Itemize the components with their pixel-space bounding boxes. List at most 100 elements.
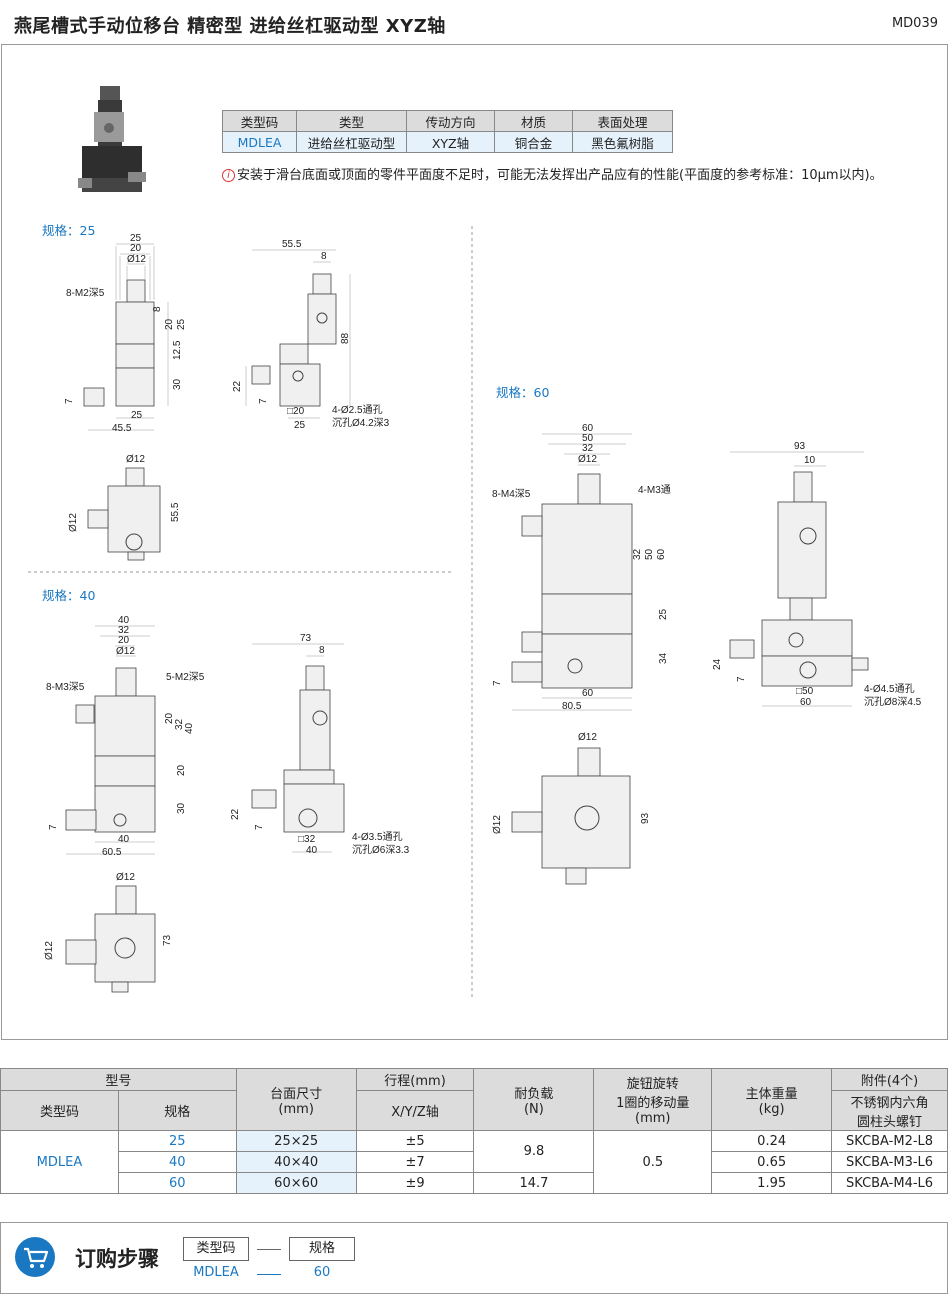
svg-text:5-M2深5: 5-M2深5 [166, 671, 205, 683]
svg-text:45.5: 45.5 [112, 423, 132, 434]
spec40-front-dims: Ø12 Ø12 73 [44, 872, 173, 960]
svg-text:50: 50 [582, 433, 594, 444]
spec-header-model: 型号 [0, 1068, 237, 1091]
svg-text:□50: □50 [796, 686, 814, 697]
svg-text:Ø12: Ø12 [116, 646, 135, 657]
spec-size-60: 60 [117, 1172, 237, 1194]
svg-text:4-Ø3.5通孔: 4-Ø3.5通孔 [352, 831, 403, 843]
svg-text:7: 7 [736, 676, 747, 682]
svg-text:32: 32 [632, 548, 643, 560]
svg-text:80.5: 80.5 [562, 701, 582, 712]
svg-text:Ø12: Ø12 [578, 454, 597, 465]
svg-text:40: 40 [306, 845, 318, 856]
spec-weight-60: 1.95 [711, 1172, 833, 1194]
svg-text:40: 40 [118, 615, 130, 626]
order-label-type-code: 类型码 [183, 1237, 249, 1261]
svg-text:32: 32 [174, 718, 185, 730]
spec-header-stroke: 行程(mm) [355, 1068, 475, 1091]
specification-table: 型号 台面尺寸 (mm) 行程(mm) 耐负载 (N) 旋钮旋转 1圈的移动量 … [0, 1068, 948, 1194]
svg-text:50: 50 [644, 548, 655, 560]
svg-text:93: 93 [640, 812, 651, 824]
cart-icon [15, 1237, 55, 1277]
svg-text:4-Ø4.5通孔: 4-Ø4.5通孔 [864, 683, 915, 695]
attr-type-code: MDLEA [222, 131, 297, 153]
spec-header-size: 规格 [117, 1090, 237, 1131]
ordering-title: 订购步骤 [75, 1247, 159, 1271]
svg-text:沉孔Ø8深4.5: 沉孔Ø8深4.5 [864, 695, 922, 708]
catalog-page-code: MD039 [891, 16, 938, 31]
spec-accessory-60: SKCBA-M4-L6 [831, 1172, 948, 1194]
spec-header-table-size: 台面尺寸 (mm) [235, 1068, 357, 1131]
svg-text:7: 7 [492, 680, 503, 686]
spec-header-screw: 不锈钢内六角 圆柱头螺钉 [831, 1090, 948, 1131]
info-icon: i [222, 169, 235, 182]
spec25-front-dims: Ø12 Ø12 55.5 [68, 454, 181, 532]
svg-text:Ø12: Ø12 [126, 454, 145, 465]
spec-header-accessory: 附件(4个) [831, 1068, 948, 1091]
svg-text:20: 20 [118, 635, 130, 646]
svg-text:8: 8 [152, 306, 163, 312]
svg-text:沉孔Ø6深3.3: 沉孔Ø6深3.3 [352, 843, 410, 856]
spec60-front-view: Ø12 Ø12 93 [492, 732, 651, 885]
svg-text:20: 20 [164, 318, 175, 330]
spec-40-label: 规格：40 [42, 588, 96, 603]
spec40-front-view: Ø12 Ø12 73 [44, 872, 173, 993]
svg-text:□20: □20 [287, 406, 305, 417]
svg-text:73: 73 [162, 934, 173, 946]
svg-text:7: 7 [64, 398, 75, 404]
svg-text:73: 73 [300, 633, 312, 644]
svg-text:60: 60 [582, 423, 594, 434]
attr-material: 铜合金 [494, 131, 573, 153]
attr-finish: 黑色氟树脂 [572, 131, 673, 153]
spec-load-a: 9.8 [473, 1130, 595, 1173]
spec-25-label: 规格：25 [42, 223, 96, 238]
svg-text:Ø12: Ø12 [116, 872, 135, 883]
svg-text:Ø12: Ø12 [492, 815, 503, 834]
svg-text:Ø12: Ø12 [44, 941, 55, 960]
svg-text:12.5: 12.5 [172, 340, 183, 360]
svg-text:□32: □32 [298, 834, 316, 845]
product-photo [78, 86, 146, 192]
spec-weight-25: 0.24 [711, 1130, 833, 1152]
svg-text:8-M2深5: 8-M2深5 [66, 287, 105, 299]
svg-text:88: 88 [340, 332, 351, 344]
spec-accessory-40: SKCBA-M3-L6 [831, 1151, 948, 1173]
svg-text:Ø12: Ø12 [68, 513, 79, 532]
svg-text:30: 30 [176, 802, 187, 814]
spec-stroke-60: ±9 [355, 1172, 475, 1194]
svg-text:8: 8 [319, 645, 325, 656]
svg-text:60.5: 60.5 [102, 847, 122, 858]
spec-weight-40: 0.65 [711, 1151, 833, 1173]
svg-text:25: 25 [130, 233, 142, 244]
svg-text:55.5: 55.5 [170, 502, 181, 522]
svg-text:7: 7 [258, 398, 269, 404]
svg-text:22: 22 [230, 808, 241, 820]
spec-table-40: 40×40 [235, 1151, 357, 1173]
page-title: 燕尾槽式手动位移台 精密型 进给丝杠驱动型 XYZ轴 [14, 16, 446, 37]
svg-text:Ø12: Ø12 [127, 254, 146, 265]
drawing-frame [1, 44, 948, 1040]
spec60-front-dims: Ø12 Ø12 93 [492, 732, 651, 834]
spec-header-xyz: X/Y/Z轴 [355, 1090, 475, 1131]
attr-header-finish: 表面处理 [572, 110, 673, 132]
svg-text:34: 34 [658, 652, 669, 664]
svg-text:40: 40 [184, 722, 195, 734]
svg-text:93: 93 [794, 441, 806, 452]
svg-text:20: 20 [164, 712, 175, 724]
attr-header-type: 类型 [296, 110, 407, 132]
svg-text:8-M3深5: 8-M3深5 [46, 681, 85, 693]
spec-header-movement: 旋钮旋转 1圈的移动量 (mm) [593, 1068, 713, 1131]
svg-text:60: 60 [800, 697, 812, 708]
svg-text:25: 25 [658, 608, 669, 620]
svg-text:25: 25 [294, 420, 306, 431]
ordering-steps: 订购步骤 类型码 规格 MDLEA 60 [0, 1222, 948, 1294]
svg-text:7: 7 [48, 824, 59, 830]
svg-text:4-Ø2.5通孔: 4-Ø2.5通孔 [332, 404, 383, 416]
spec-size-25: 25 [117, 1130, 237, 1152]
